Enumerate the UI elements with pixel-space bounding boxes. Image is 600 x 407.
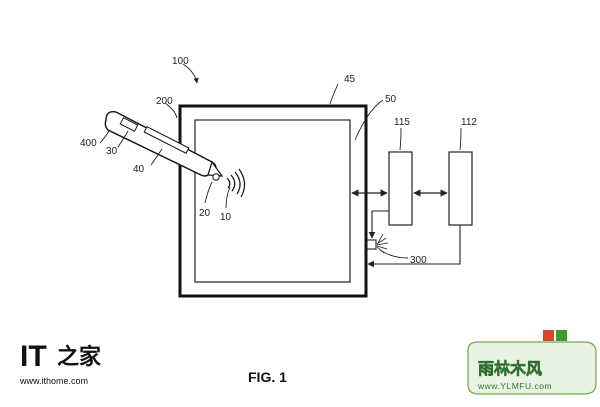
ylmfu-square-green [556,330,567,341]
label-100: 100 [172,56,189,67]
signal-waves [226,168,246,198]
ithome-url: www.ithome.com [19,376,88,386]
ylmfu-url: www.YLMFU.com [477,381,552,391]
ithome-logo-cn: 之家 [57,344,102,370]
stylus-switch [119,117,139,132]
label-115: 115 [394,117,410,128]
processor-frame-link [367,225,461,268]
controller-block [388,151,413,226]
label-45: 45 [344,74,356,85]
label-50: 50 [385,94,397,105]
emitter-sparkle [376,233,389,254]
ylmfu-logo: 雨林木风 www.YLMFU.com [467,330,597,395]
label-300: 300 [410,255,427,266]
display-screen [194,119,351,283]
ithome-logo: IT 之家 www.ithome.com [19,340,102,386]
label-30: 30 [106,146,118,157]
stylus-tip [212,173,220,181]
display-frame [178,104,368,298]
processor-block [448,151,473,226]
controller-emitter-link [368,210,389,239]
figure-caption: FIG. 1 [248,369,287,385]
ylmfu-square-red [543,330,554,341]
ithome-logo-latin: IT [20,340,47,373]
emitter-component [366,239,377,250]
ylmfu-logo-cn: 雨林木风 [478,359,542,378]
ylmfu-banner [467,341,597,395]
label-112: 112 [461,117,477,128]
label-400: 400 [80,138,97,149]
label-200: 200 [156,96,173,107]
label-20: 20 [199,208,211,219]
stylus [104,110,224,181]
stylus-circuit [143,125,190,155]
label-10: 10 [220,212,232,223]
leader-lines [99,63,462,259]
label-40: 40 [133,164,145,175]
